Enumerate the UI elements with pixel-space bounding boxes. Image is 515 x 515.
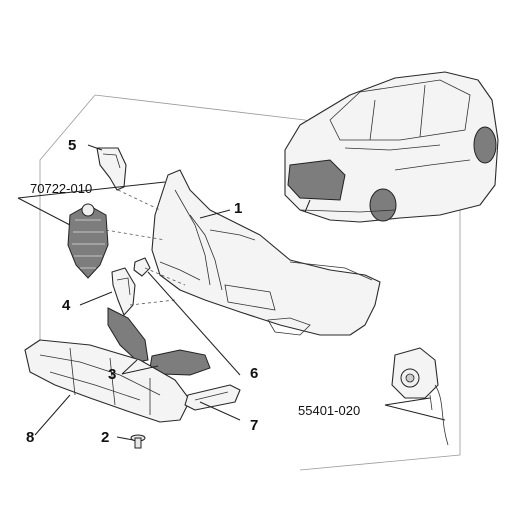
callout-2: 2 [101, 429, 109, 446]
part-6-clip [133, 257, 151, 277]
callout-5: 5 [68, 137, 76, 154]
leader-lines [17, 144, 446, 441]
callout-7: 7 [250, 417, 258, 434]
callout-grille-code: 70722-010 [30, 181, 92, 196]
callout-1: 1 [234, 200, 242, 217]
part-8-under-tray [24, 339, 191, 423]
parking-sensor [391, 347, 449, 446]
callout-labels: 5 1 70722-010 4 3 6 7 8 2 55401-020 [26, 137, 360, 446]
callout-sensor-code: 55401-020 [298, 403, 360, 418]
callout-3: 3 [108, 366, 116, 383]
assembly-lines [105, 189, 186, 306]
grille-shield [67, 203, 109, 279]
part-7-small-cover [184, 384, 241, 411]
part-3-mesh-grilles [107, 307, 211, 376]
callout-4: 4 [62, 297, 71, 314]
part-5-corner-cover [96, 147, 127, 191]
callout-6: 6 [250, 365, 258, 382]
callout-8: 8 [26, 429, 34, 446]
part-4-side-bracket [111, 267, 136, 316]
reference-car-illustration [284, 71, 499, 223]
part-1-front-bumper [151, 169, 381, 336]
part-2-screw [130, 434, 146, 449]
